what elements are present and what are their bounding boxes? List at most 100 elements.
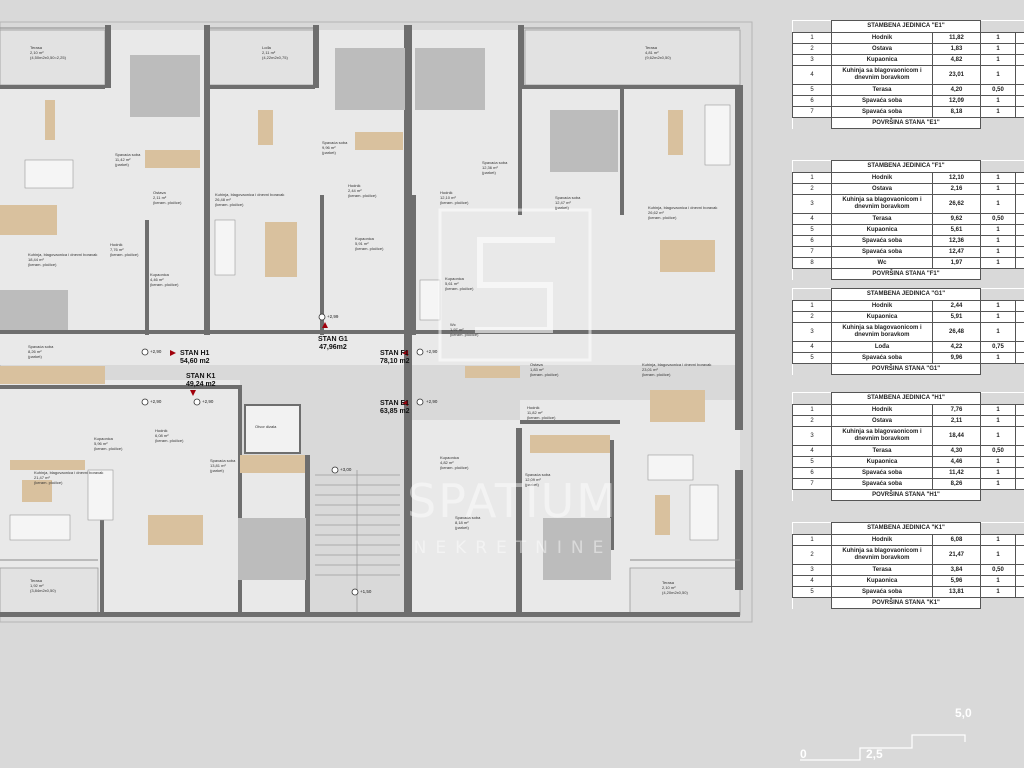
wood-furniture — [0, 100, 715, 545]
scale-label-5-0: 5,0 — [955, 706, 972, 720]
balcony-rails — [0, 27, 740, 561]
unit-table-title: STAMBENA JEDINICA "G1" — [831, 288, 981, 301]
level-label: +2,90 — [426, 349, 438, 354]
level-label: +2,99 — [327, 314, 339, 319]
level-label: +2,90 — [150, 349, 162, 354]
level-label: +2,90 — [426, 399, 438, 404]
unit-table-total: POVRŠINA STANA "H1" — [831, 489, 981, 501]
unit-table-total: POVRŠINA STANA "F1" — [831, 268, 981, 280]
walls — [0, 25, 743, 617]
beds — [0, 48, 618, 580]
unit-table-total: POVRŠINA STANA "G1" — [831, 363, 981, 375]
level-label: +2,90 — [150, 399, 162, 404]
staircase — [315, 470, 400, 612]
building-outline — [0, 21, 753, 623]
watermark-logo-frame — [438, 208, 592, 362]
scale-label-0: 0 — [800, 747, 807, 761]
unit-table-title: STAMBENA JEDINICA "K1" — [831, 522, 981, 535]
sanitary-fixtures — [9, 104, 731, 541]
unit-table-total: POVRŠINA STANA "E1" — [831, 117, 981, 129]
scale-bar — [800, 734, 966, 761]
scale-label-2-5: 2,5 — [866, 747, 883, 761]
elevator-shaft — [244, 404, 301, 454]
entrance-markers — [170, 322, 408, 406]
level-label: +1,50 — [360, 589, 372, 594]
unit-table-total: POVRŠINA STANA "K1" — [831, 597, 981, 609]
unit-table-title: STAMBENA JEDINICA "E1" — [831, 20, 981, 33]
watermark-subtext: NEKRETNINE — [413, 538, 613, 558]
unit-table-title: STAMBENA JEDINICA "H1" — [831, 392, 981, 405]
watermark-text: SPATIUM — [407, 474, 618, 528]
level-markers — [141, 313, 424, 596]
